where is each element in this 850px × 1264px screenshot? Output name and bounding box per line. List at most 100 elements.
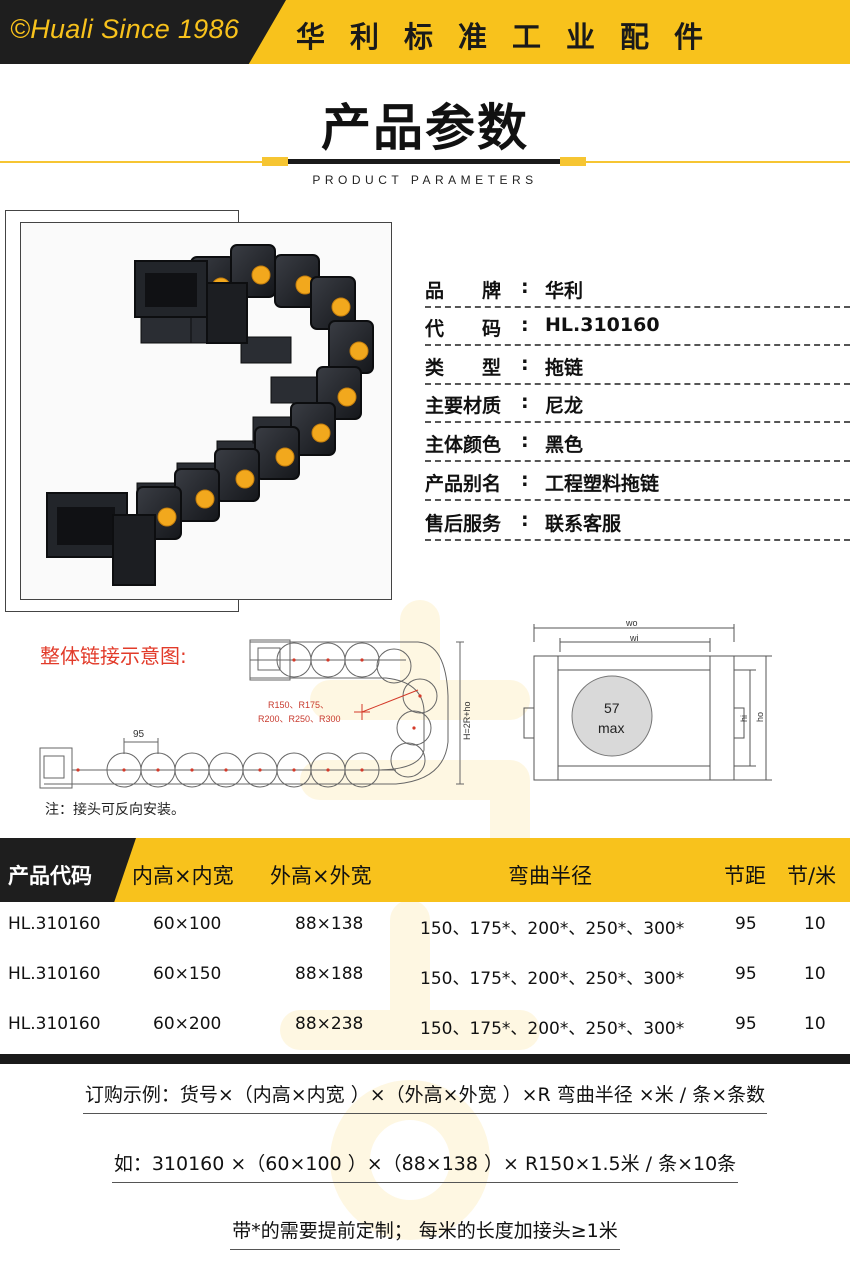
spec-row: 品 牌:华利 xyxy=(425,270,850,308)
spec-divider xyxy=(425,460,850,462)
td-bend-radius: 150、175*、200*、250*、300* xyxy=(420,919,685,939)
spec-label: 品 牌 xyxy=(425,280,502,302)
max-value: 57 xyxy=(604,700,620,716)
title-rule-right xyxy=(560,161,850,163)
table-header-first-panel xyxy=(0,838,136,902)
td-bend-radius: 150、175*、200*、250*、300* xyxy=(420,1019,685,1039)
chain-crossbar xyxy=(140,316,192,344)
th-inner-size: 内高×内宽 xyxy=(132,864,234,888)
max-label: max xyxy=(598,720,624,736)
diagram-note: 注：接头可反向安装。 xyxy=(45,802,185,818)
spec-divider xyxy=(425,344,850,346)
td-pitch: 95 xyxy=(735,964,757,984)
title-rule-center xyxy=(288,159,560,164)
table-bottom-bar xyxy=(0,1054,850,1064)
section-wo: wo xyxy=(625,618,638,628)
td-outer-size: 88×138 xyxy=(295,914,364,934)
spec-row: 代 码: HL.310160 xyxy=(425,308,850,346)
spec-divider xyxy=(425,539,850,541)
pitch-label: 95 xyxy=(133,729,145,740)
spec-label: 售后服务 xyxy=(425,513,502,535)
spec-divider xyxy=(425,499,850,501)
table-header: 产品代码 内高×内宽 外高×外宽 弯曲半径 节距 节/米 xyxy=(0,838,850,902)
spec-value: HL.310160 xyxy=(545,314,660,336)
spec-label: 代 码 xyxy=(425,318,502,340)
td-code: HL.310160 xyxy=(8,964,101,984)
td-links-per-meter: 10 xyxy=(804,914,826,934)
th-code: 产品代码 xyxy=(8,864,92,888)
spec-colon: : xyxy=(521,391,529,413)
header-brand-panel xyxy=(0,0,286,64)
td-inner-size: 60×100 xyxy=(153,914,222,934)
td-inner-size: 60×200 xyxy=(153,1014,222,1034)
td-links-per-meter: 10 xyxy=(804,964,826,984)
title-rule-left-block xyxy=(262,157,288,166)
td-code: HL.310160 xyxy=(8,914,101,934)
td-outer-size: 88×188 xyxy=(295,964,364,984)
chain-pin xyxy=(331,297,351,317)
section-title: 产品参数 xyxy=(321,99,529,157)
th-outer-size: 外高×外宽 xyxy=(270,864,372,888)
spec-colon: : xyxy=(521,430,529,452)
diagram-title: 整体链接示意图: xyxy=(40,644,187,668)
th-bend-radius: 弯曲半径 xyxy=(508,864,592,888)
spec-colon: : xyxy=(521,276,529,298)
chain-pin xyxy=(311,423,331,443)
header-bar: ©Huali Since 1986 华利标准工业配件 xyxy=(0,0,850,64)
section-hi: hi xyxy=(739,715,749,722)
th-pitch: 节距 xyxy=(724,864,766,888)
td-inner-size: 60×150 xyxy=(153,964,222,984)
spec-value: 尼龙 xyxy=(545,395,584,417)
td-bend-radius: 150、175*、200*、250*、300* xyxy=(420,969,685,989)
radius-label-1: R150、R175、 xyxy=(268,700,329,710)
order-remark-text: 带*的需要提前定制； 每米的长度加接头≥1米 xyxy=(230,1216,620,1250)
height-label: H=2R+ho xyxy=(462,701,472,740)
order-sample-text: 如：310160 ×（60×100 ）×（88×138 ）× R150×1.5米… xyxy=(111,1149,739,1183)
spec-value: 黑色 xyxy=(545,434,584,456)
spec-row: 主体颜色: 黑色 xyxy=(425,424,850,462)
chain-pin xyxy=(349,341,369,361)
chain-pin xyxy=(251,265,271,285)
spec-label: 类 型 xyxy=(425,357,502,379)
company-name: 华利标准工业配件 xyxy=(296,20,729,54)
td-pitch: 95 xyxy=(735,914,757,934)
drag-chain-illustration xyxy=(46,244,374,586)
spec-value: 拖链 xyxy=(545,357,584,379)
spec-colon: : xyxy=(521,509,529,531)
table-row: HL.310160 60×100 88×138 150、175*、200*、250*、… xyxy=(0,914,850,964)
td-links-per-meter: 10 xyxy=(804,1014,826,1034)
td-pitch: 95 xyxy=(735,1014,757,1034)
spec-row: 产品别名:工程塑料拖链 xyxy=(425,463,850,501)
spec-colon: : xyxy=(521,314,529,336)
chain-layout-diagram: 95 R150、R175、 R200、R250、R300 H=2R+ho xyxy=(39,639,472,789)
section-ho: ho xyxy=(755,712,765,722)
spec-label: 产品别名 xyxy=(425,473,502,495)
table-row: HL.310160 60×200 88×238 150、175*、200*、250*、… xyxy=(0,1014,850,1064)
spec-value: 工程塑料拖链 xyxy=(545,473,660,495)
spec-divider xyxy=(425,421,850,423)
spec-divider xyxy=(425,306,850,308)
spec-colon: : xyxy=(521,353,529,375)
spec-label: 主要材质 xyxy=(425,395,502,417)
td-code: HL.310160 xyxy=(8,1014,101,1034)
spec-row: 主要材质: 尼龙 xyxy=(425,385,850,423)
spec-row: 类 型: 拖链 xyxy=(425,347,850,385)
chain-pin xyxy=(195,489,215,509)
spec-divider xyxy=(425,383,850,385)
order-remark: 带*的需要提前定制； 每米的长度加接头≥1米 xyxy=(0,1216,850,1250)
cross-section-diagram: wo wi hi ho 57 max xyxy=(523,618,772,781)
order-example-text: 订购示例：货号×（内高×内宽 ）×（外高×外宽 ）×R 弯曲半径 ×米 / 条×… xyxy=(82,1080,768,1114)
section-subtitle: PRODUCT PARAMETERS xyxy=(312,173,538,187)
chain-pin xyxy=(275,447,295,467)
chain-pin xyxy=(337,387,357,407)
title-rule-right-block xyxy=(560,157,586,166)
chain-pin xyxy=(157,507,177,527)
spec-label: 主体颜色 xyxy=(425,434,502,456)
order-sample: 如：310160 ×（60×100 ）×（88×138 ）× R150×1.5米… xyxy=(0,1149,850,1183)
td-outer-size: 88×238 xyxy=(295,1014,364,1034)
brand-text: ©Huali Since 1986 xyxy=(10,14,240,44)
chain-crossbar xyxy=(270,376,322,404)
chain-crossbar xyxy=(240,336,292,364)
order-example: 订购示例：货号×（内高×内宽 ）×（外高×外宽 ）×R 弯曲半径 ×米 / 条×… xyxy=(0,1080,850,1114)
radius-label-2: R200、R250、R300 xyxy=(258,714,341,724)
